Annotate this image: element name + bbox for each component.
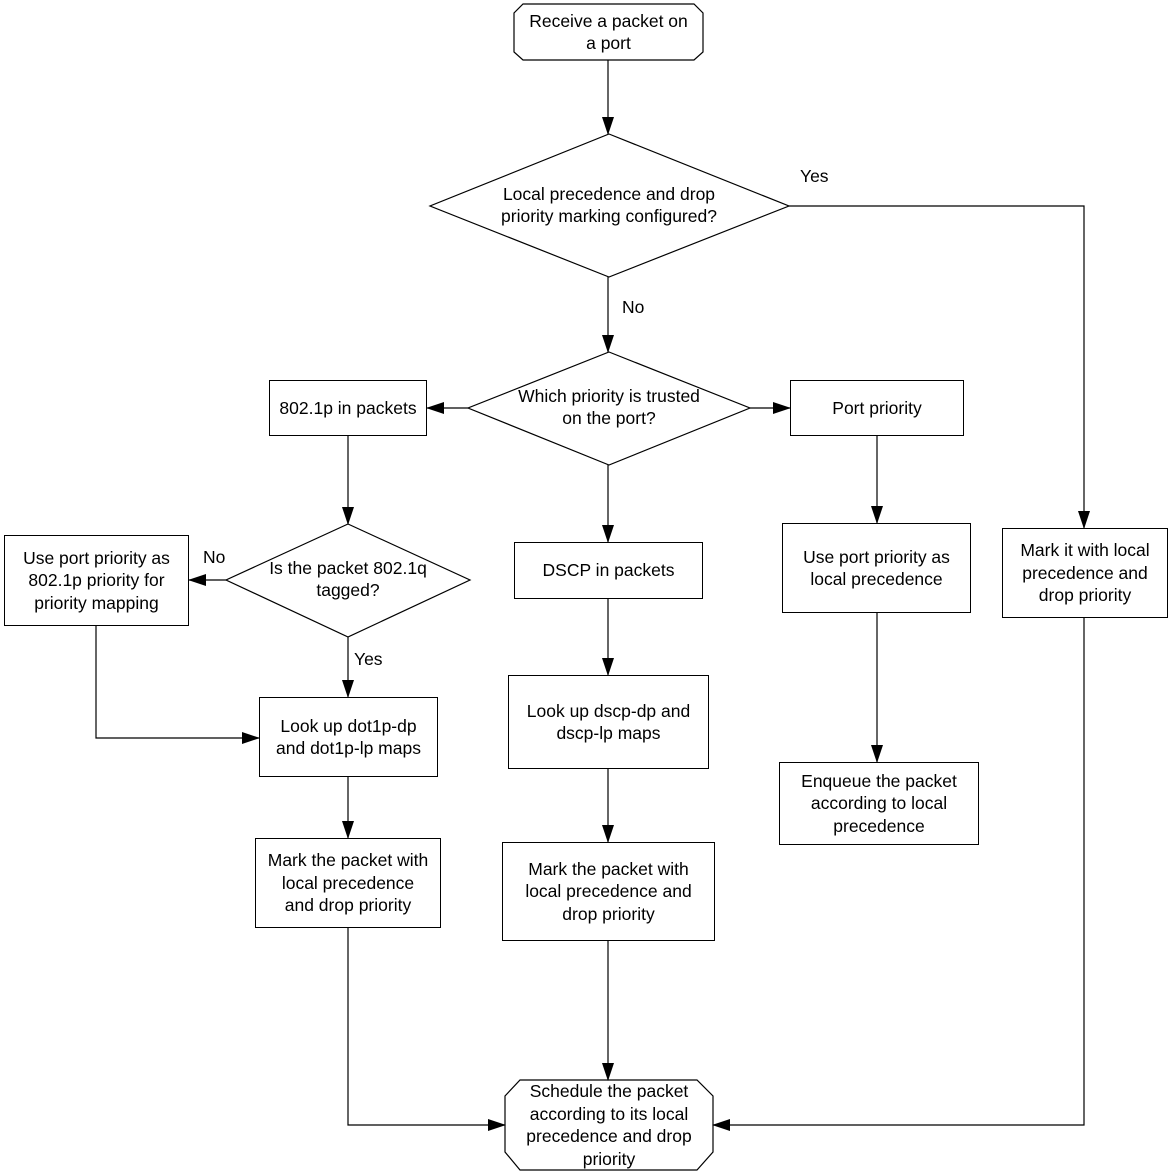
process-mark-dot1p: Mark the packet with local precedence an… [255, 838, 441, 928]
edge-label-marking-yes: Yes [800, 166, 829, 186]
process-use-port-priority-lp: Use port priority as local precedence [782, 523, 971, 613]
edge-label-tagged-yes: Yes [354, 649, 383, 669]
start-terminator-shape [513, 3, 704, 61]
decision-packet-tagged: Is the packet 802.1q tagged? [269, 557, 427, 601]
end-node-schedule: Schedule the packet according to its loc… [526, 1081, 692, 1169]
edge-useport-to-lookup [95, 626, 260, 744]
process-use-port-priority-8021p: Use port priority as 802.1p priority for… [4, 535, 189, 626]
start-node: Receive a packet on a port [529, 10, 688, 54]
end-terminator-shape [504, 1079, 714, 1171]
decision-marking-shape [428, 133, 791, 278]
process-enqueue-packet: Enqueue the packet according to local pr… [779, 762, 979, 845]
process-lookup-dot1p-maps: Look up dot1p-dp and dot1p-lp maps [259, 697, 438, 777]
process-lookup-dscp-maps: Look up dscp-dp and dscp-lp maps [508, 675, 709, 769]
process-port-priority: Port priority [790, 380, 964, 436]
edge-markit-to-schedule [712, 618, 1085, 1131]
edge-label-tagged-no: No [203, 547, 226, 567]
edge-mark-dot1p-to-schedule [347, 928, 506, 1131]
decision-trust-shape [466, 351, 752, 466]
decision-trusted-priority: Which priority is trusted on the port? [518, 385, 700, 429]
process-mark-it: Mark it with local precedence and drop p… [1002, 528, 1168, 618]
edge-label-marking-no: No [622, 297, 645, 317]
process-dot1p-in-packets: 802.1p in packets [269, 380, 427, 436]
decision-marking-configured: Local precedence and drop priority marki… [501, 183, 717, 227]
edge-marking-yes [789, 205, 1090, 529]
process-mark-dscp: Mark the packet with local precedence an… [502, 842, 715, 941]
process-dscp-in-packets: DSCP in packets [514, 542, 703, 599]
